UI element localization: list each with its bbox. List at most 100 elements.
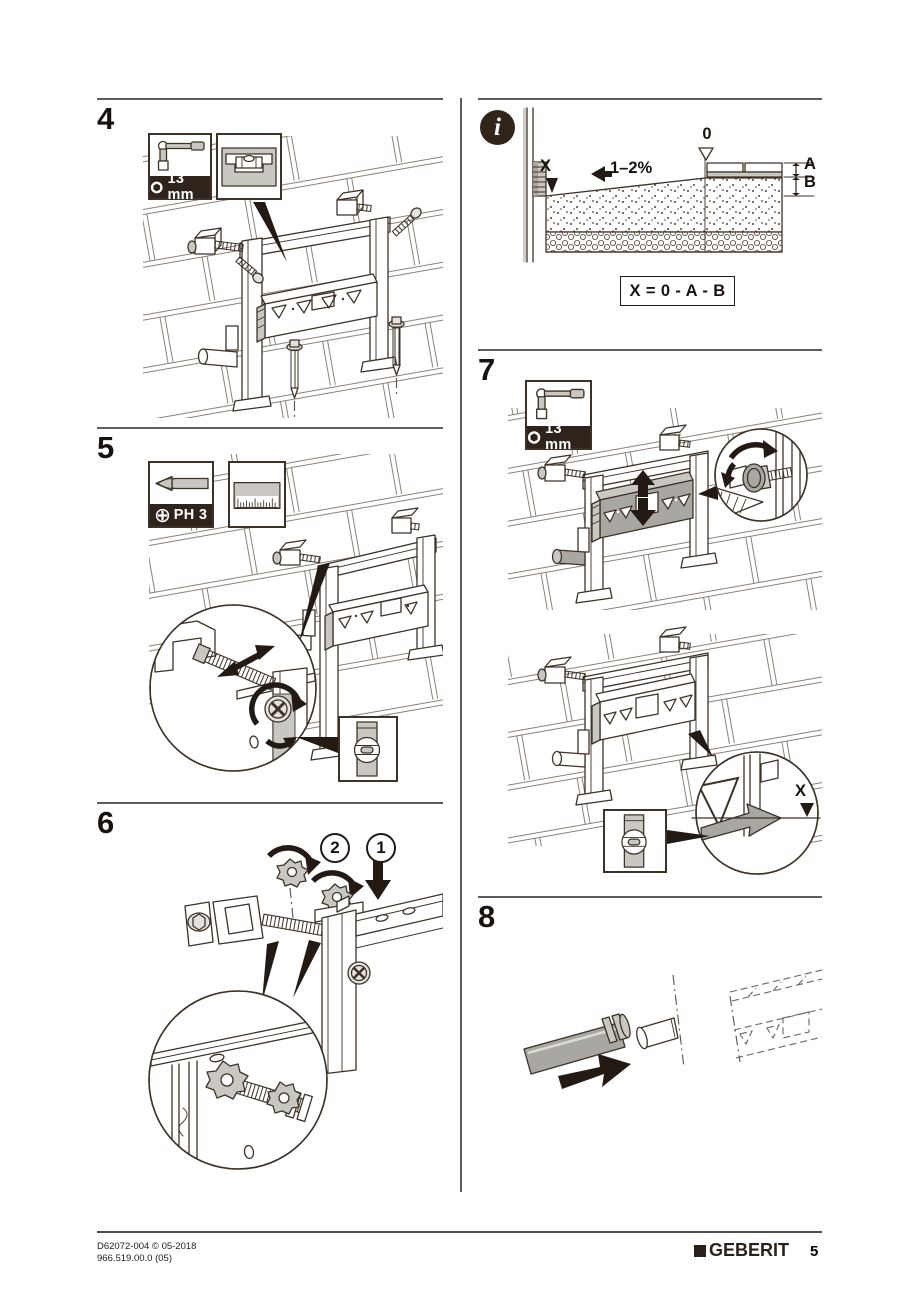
drain-box xyxy=(256,273,378,343)
star-knob xyxy=(205,1060,249,1100)
tool-callout-phillips: PH 3 xyxy=(148,461,214,528)
callout-pointer xyxy=(262,941,279,1002)
wall-bracket xyxy=(537,454,586,482)
magnifier-detail xyxy=(150,1017,327,1169)
wall-bracket xyxy=(391,507,420,534)
connector-stub xyxy=(636,1017,679,1050)
hex-socket-icon xyxy=(527,430,541,444)
wall-bracket xyxy=(187,227,244,255)
push-arrow xyxy=(558,1054,631,1089)
magnifier-detail xyxy=(154,620,316,771)
star-knob xyxy=(266,1081,302,1115)
step-4-number: 4 xyxy=(97,101,115,136)
step-8-illustration xyxy=(523,969,822,1089)
frame-left-post xyxy=(319,565,339,757)
tool-size-band: PH 3 xyxy=(150,504,212,526)
floor-tiles xyxy=(706,162,783,178)
level-vial-icon xyxy=(609,811,661,871)
drain-box xyxy=(324,584,429,651)
hex-socket-icon xyxy=(150,181,163,193)
screw xyxy=(388,316,405,394)
step-7-number: 7 xyxy=(478,352,496,387)
tool-callout-spirit-level xyxy=(216,133,282,200)
section-rule xyxy=(478,896,822,898)
slope-arrow xyxy=(591,166,612,182)
up-down-arrow xyxy=(630,470,656,526)
screw xyxy=(391,207,422,237)
rotation-arrow xyxy=(721,440,778,488)
socket-wrench-icon xyxy=(527,382,590,426)
tool-size-label: 13 mm xyxy=(167,171,194,203)
order-badge-1: 1 xyxy=(366,833,396,863)
order-badge-2: 2 xyxy=(320,833,350,863)
step-7-illustration xyxy=(508,408,822,875)
step-6-illustration xyxy=(148,845,443,1170)
section-rule xyxy=(97,98,443,100)
callout-pointer xyxy=(698,485,718,500)
wall-bracket xyxy=(537,656,586,684)
wall-bracket xyxy=(272,539,321,566)
document-code: D62072-004 © 05-2018 xyxy=(97,1241,197,1252)
star-knob xyxy=(276,858,309,888)
ruler-icon xyxy=(232,463,282,526)
axis-line xyxy=(672,974,685,1069)
section-rule xyxy=(478,98,822,100)
tool-callout-socket-wrench: 13 mm xyxy=(148,133,212,203)
tool-size-band: 13 mm xyxy=(527,421,590,453)
step-6-number: 6 xyxy=(97,805,115,840)
info-icon: i xyxy=(480,110,515,145)
callout-pointer xyxy=(253,202,287,262)
spirit-level-icon xyxy=(220,135,278,198)
tool-size-label: PH 3 xyxy=(173,507,208,523)
measure-x-label: X xyxy=(795,782,807,800)
footer-rule xyxy=(97,1231,822,1233)
measure-x-marker xyxy=(800,803,814,817)
wall-bracket xyxy=(336,189,372,216)
socket-wrench-icon xyxy=(150,135,210,176)
dim-a-label: A xyxy=(804,155,816,173)
wall-section xyxy=(523,108,526,262)
brand-logo: GEBERIT xyxy=(694,1240,789,1261)
screw xyxy=(235,256,264,284)
callout-pointer xyxy=(667,830,710,844)
brand-logo-text: GEBERIT xyxy=(709,1240,790,1260)
step-4-illustration xyxy=(143,136,443,418)
tool-callout-ruler xyxy=(228,461,286,528)
step-8-number: 8 xyxy=(478,899,496,934)
rotation-arrow xyxy=(266,845,321,875)
tool-size-band: 13 mm xyxy=(150,171,210,203)
info-illustration xyxy=(523,107,815,263)
pipe-stub xyxy=(197,325,239,368)
brand-logo-square xyxy=(694,1244,706,1257)
frame-corner xyxy=(314,893,443,1075)
rotation-arrow xyxy=(311,870,364,898)
dim-b-label: B xyxy=(804,173,816,191)
dimension-lines xyxy=(783,162,815,197)
callout-pointer xyxy=(688,730,713,757)
phillips-bit-icon xyxy=(150,463,212,504)
page-number: 5 xyxy=(810,1243,819,1260)
pipe-stub xyxy=(551,729,590,768)
wall-bracket xyxy=(659,424,691,451)
drain-pipe xyxy=(523,1013,631,1075)
datum-zero-label: 0 xyxy=(702,125,712,143)
datum-x-marker xyxy=(546,178,558,193)
slope-label: 1–2% xyxy=(610,159,653,177)
callout-pointer xyxy=(298,563,330,646)
datum-zero-marker xyxy=(698,147,714,161)
level-check-box xyxy=(603,809,667,873)
tool-callout-socket-wrench: 13 mm xyxy=(525,380,592,453)
screw xyxy=(286,339,303,417)
level-check-box xyxy=(338,716,398,782)
wall-bracket xyxy=(659,626,691,653)
datum-x-label: X xyxy=(540,157,552,175)
section-rule xyxy=(478,349,822,351)
callout-pointer xyxy=(293,940,321,998)
clamp-bracket xyxy=(184,895,334,947)
pipe-stub xyxy=(551,527,590,566)
tool-size-label: 13 mm xyxy=(545,421,572,453)
magnifier-detail xyxy=(715,429,801,521)
insert-arrow xyxy=(365,860,391,900)
article-code: 966.519.00.0 (05) xyxy=(97,1253,173,1264)
